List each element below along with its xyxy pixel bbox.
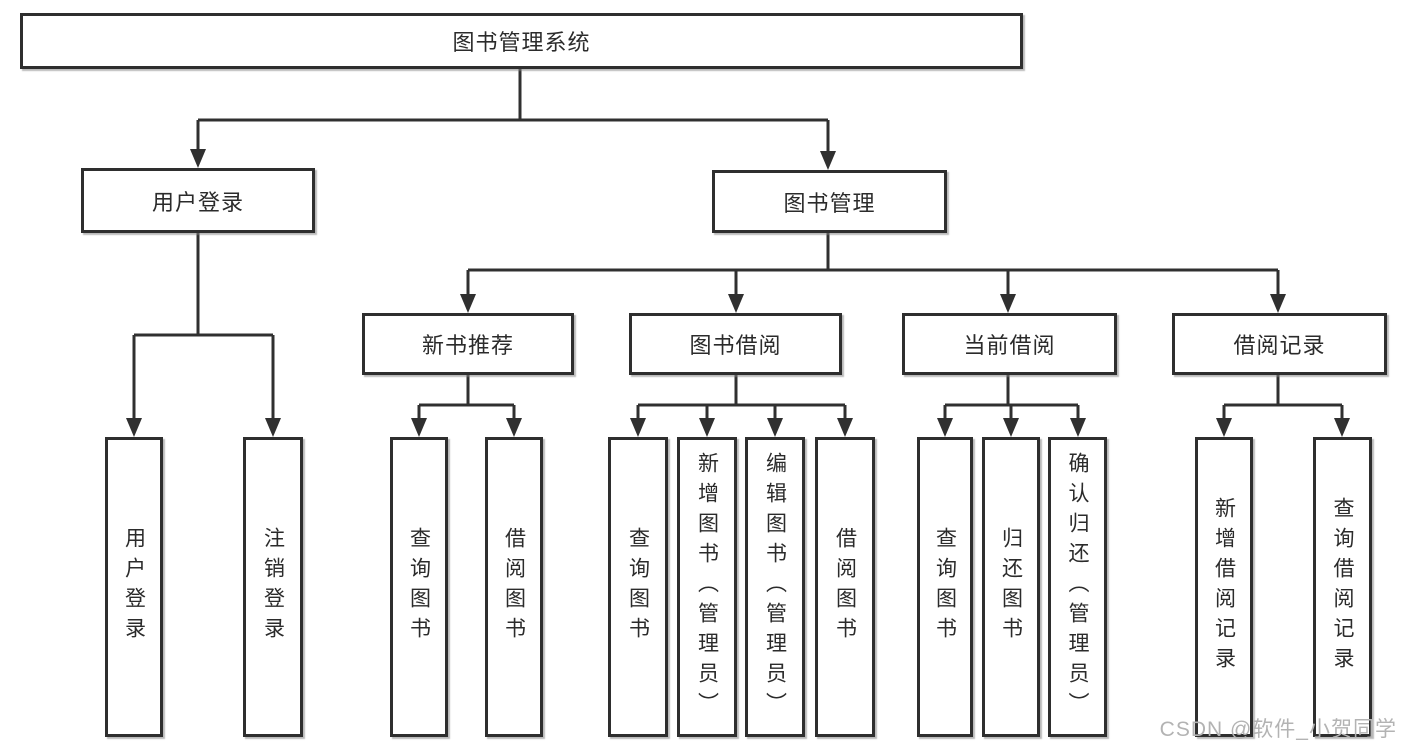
node-label: 归还图书 xyxy=(999,527,1023,647)
leaf-user-login: 用户登录 xyxy=(105,437,163,737)
node-label: 查询图书 xyxy=(933,527,957,647)
leaf-edit-books-admin: 编辑图书（管理员） xyxy=(745,437,805,737)
leaf-add-books-admin: 新增图书（管理员） xyxy=(677,437,737,737)
leaf-query-borrow-record: 查询借阅记录 xyxy=(1313,437,1372,737)
node-label: 用户登录 xyxy=(122,527,146,647)
node-label: 注销登录 xyxy=(261,527,285,647)
node-label: 新增图书（管理员） xyxy=(695,452,719,722)
node-book-management-branch: 图书管理 xyxy=(712,170,947,233)
leaf-logout: 注销登录 xyxy=(243,437,303,737)
node-new-book-recommend: 新书推荐 xyxy=(362,313,574,375)
node-root-system: 图书管理系统 xyxy=(20,13,1023,69)
leaf-borrow-books: 借阅图书 xyxy=(815,437,875,737)
node-label: 借阅图书 xyxy=(833,527,857,647)
node-label: 查询图书 xyxy=(407,527,431,647)
node-label: 用户登录 xyxy=(151,189,244,215)
leaf-query-books-current: 查询图书 xyxy=(917,437,973,737)
node-label: 图书管理 xyxy=(783,190,876,216)
leaf-add-borrow-record: 新增借阅记录 xyxy=(1195,437,1253,737)
node-label: 借阅记录 xyxy=(1233,333,1326,358)
leaf-confirm-return-admin: 确认归还（管理员） xyxy=(1048,437,1107,737)
node-label: 新增借阅记录 xyxy=(1212,497,1236,677)
node-book-borrow: 图书借阅 xyxy=(629,313,842,375)
node-label: 图书管理系统 xyxy=(452,30,591,55)
node-label: 查询图书 xyxy=(626,527,650,647)
leaf-return-books: 归还图书 xyxy=(982,437,1040,737)
leaf-query-books-recommend: 查询图书 xyxy=(390,437,448,737)
node-user-login-branch: 用户登录 xyxy=(81,168,315,233)
node-borrow-records: 借阅记录 xyxy=(1172,313,1387,375)
node-label: 确认归还（管理员） xyxy=(1066,452,1089,722)
node-label: 图书借阅 xyxy=(689,333,782,358)
node-label: 借阅图书 xyxy=(502,527,526,647)
csdn-watermark: CSDN @软件_小贺同学 xyxy=(1159,718,1397,741)
node-label: 编辑图书（管理员） xyxy=(763,452,787,722)
node-label: 当前借阅 xyxy=(963,333,1056,358)
leaf-borrow-books-recommend: 借阅图书 xyxy=(485,437,543,737)
node-label: 查询借阅记录 xyxy=(1331,497,1354,677)
node-current-borrow: 当前借阅 xyxy=(902,313,1117,375)
node-label: 新书推荐 xyxy=(421,333,514,358)
leaf-query-books-borrow: 查询图书 xyxy=(608,437,668,737)
